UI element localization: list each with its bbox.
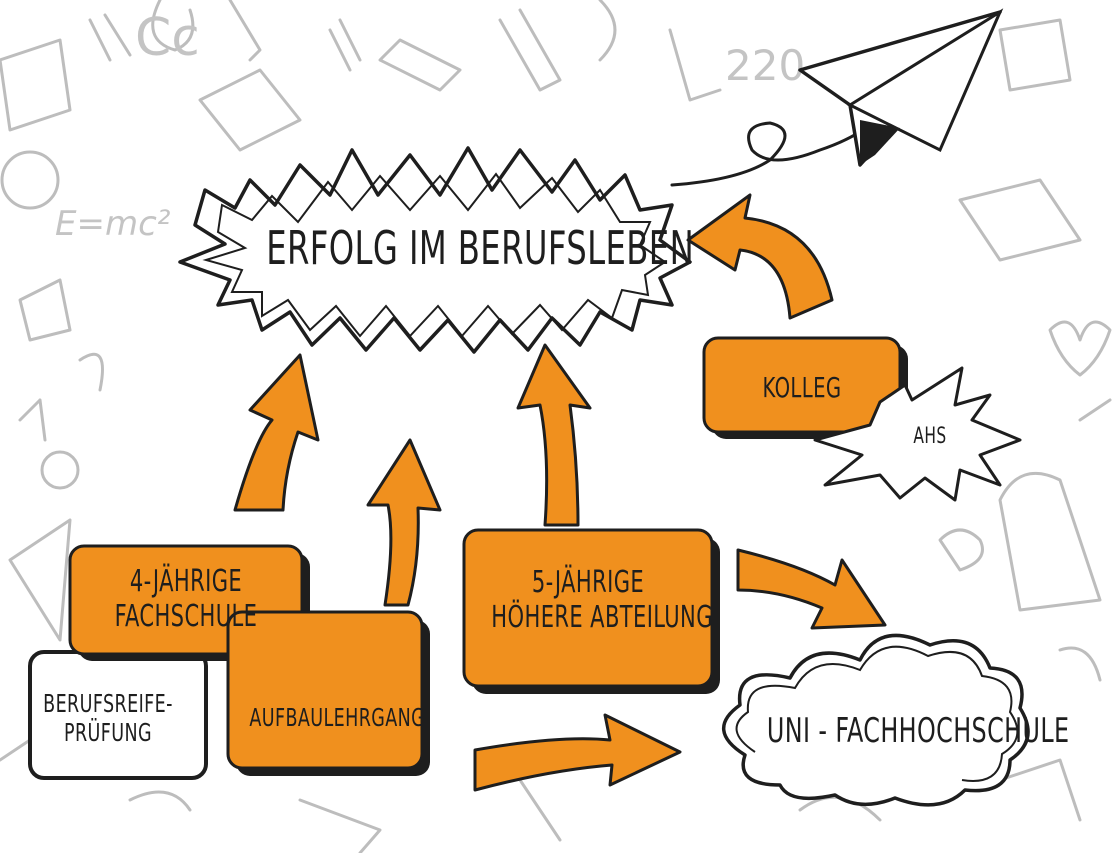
berufsreife-label-line1: Berufsreife- [43,689,173,718]
emc-doodle-text: E=mc² [55,204,171,244]
arrow-kolleg-to-goal [686,193,834,320]
berufsreife-label-line2: prüfung [63,717,152,747]
fachschule-label-line1: 4-jährige [129,564,243,599]
numbers-doodle-text: 220 [725,41,805,90]
hoehere-label-line1: 5-jährige [531,565,645,600]
kolleg-label: Kolleg [762,371,842,404]
paper-plane-icon [670,8,1004,187]
aufbau-label: Aufbaulehrgang [249,703,426,732]
arrow-hoehere-to-uni-bottom [473,713,682,792]
arrow-fachschule-to-goal [233,353,320,512]
ahs-label: AHS [913,424,947,449]
arrow-aufbau-to-goal [366,438,442,607]
hoehere-label: 5-jährige höhere Abteilung [491,565,713,635]
letters-doodle-text: Cc [135,8,200,68]
goal-label: Erfolg im Berufsleben [266,221,695,275]
goal-burst-shape [178,146,692,354]
arrow-hoehere-to-uni-top [736,548,887,630]
uni-label: Uni - Fachhochschule [766,711,1070,751]
uni-cloud-shape [721,633,1030,807]
arrow-hoehere-to-goal [516,343,592,527]
berufsreife-label: Berufsreife- prüfung [39,689,176,748]
fachschule-label: 4-jährige Fachschule [96,564,277,634]
hoehere-box-shape [462,528,720,694]
fachschule-label-line2: Fachschule [114,598,258,634]
hoehere-label-line2: höhere Abteilung [491,599,713,635]
aufbau-box-shape [226,610,430,776]
kolleg-box-shape [702,336,908,439]
ahs-burst-shape [813,366,1022,502]
